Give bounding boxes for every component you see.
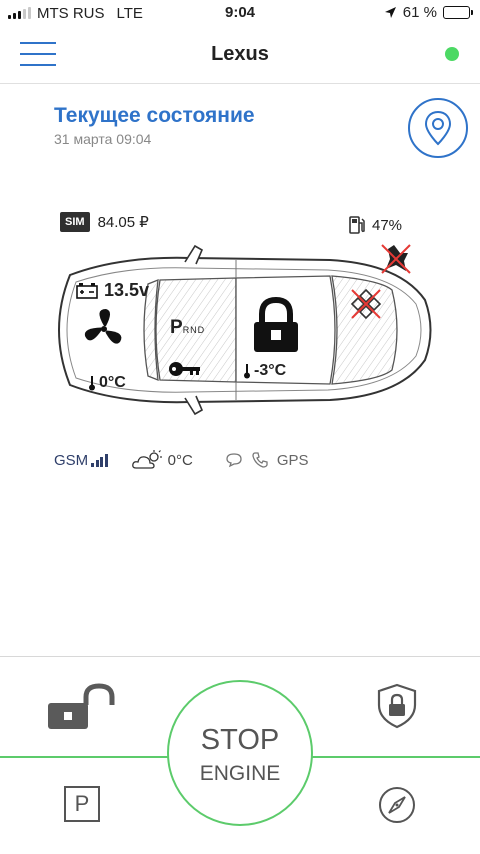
battery-icon (443, 6, 473, 19)
gsm-label: GSM (54, 451, 89, 469)
stop-engine-line2: ENGINE (199, 762, 281, 785)
parking-button[interactable]: P (64, 786, 100, 822)
battery-percent: 61 % (402, 4, 437, 21)
cabin-temp-value: 0°C (99, 374, 126, 391)
gps-label: GPS (276, 451, 309, 469)
cabin-temperature: 0°C (88, 374, 126, 392)
sim-balance: SIM 84.05 ₽ (60, 212, 149, 232)
voltage-value: 13.5v (104, 280, 150, 300)
status-bar: MTS RUS LTE 9:04 61 % (0, 0, 480, 28)
navigation-button[interactable] (378, 786, 416, 829)
padlock-open-icon (48, 683, 115, 729)
vehicle-title: Lexus (211, 43, 269, 65)
outside-temp-value: 0°C (167, 451, 193, 469)
thermometer-icon (244, 364, 250, 379)
cellular-signal-icon (8, 7, 31, 19)
connectivity-indicators: GSM 0°C GPS (54, 450, 309, 470)
clock: 9:04 (224, 4, 256, 21)
parking-label: P (74, 791, 90, 816)
fuel-level: 47% (348, 215, 402, 235)
gsm-status: GSM (54, 452, 108, 469)
compass-icon (379, 787, 415, 823)
alarm-disabled-icon (381, 244, 411, 274)
gear-selector: PRND (170, 317, 205, 339)
gear-options: RND (182, 325, 206, 335)
thermometer-icon (89, 376, 95, 391)
fuel-value: 47% (372, 216, 403, 234)
state-timestamp: 31 марта 09:04 (54, 131, 152, 147)
carrier-info: MTS RUS LTE (8, 5, 143, 22)
map-location-button[interactable] (408, 98, 468, 158)
map-pin-icon (424, 110, 452, 146)
online-status-dot (445, 47, 459, 61)
stop-engine-button[interactable]: STOP ENGINE (167, 680, 313, 826)
battery-voltage: 13.5v (76, 280, 149, 301)
cloud-sun-icon (131, 450, 162, 469)
network-type: LTE (116, 5, 143, 22)
shield-lock-icon (377, 683, 417, 729)
fan-icon (84, 309, 122, 344)
car-battery-icon (76, 282, 98, 299)
fuel-pump-icon (349, 216, 365, 234)
nav-bar: Lexus (0, 28, 480, 84)
phone-icon (252, 452, 268, 468)
gsm-signal-icon (91, 453, 108, 467)
gear-current: P (170, 317, 183, 338)
outside-weather: 0°C (131, 450, 193, 470)
gps-status: GPS (225, 451, 309, 469)
padlock-closed-icon (254, 296, 298, 352)
unlock-button[interactable] (46, 683, 118, 733)
chat-bubble-icon (226, 453, 242, 468)
sim-balance-value: 84.05 ₽ (97, 214, 149, 231)
state-title: Текущее состояние (54, 104, 255, 127)
location-arrow-icon (384, 7, 396, 18)
status-right: 61 % (384, 4, 473, 21)
key-icon (169, 362, 200, 376)
hamburger-menu-button[interactable] (20, 42, 56, 68)
engine-temperature: -3°C (243, 362, 286, 380)
sim-card-icon: SIM (60, 212, 90, 232)
stop-engine-line1: STOP (200, 724, 280, 756)
carrier-name: MTS RUS (37, 5, 105, 22)
security-mode-button[interactable] (376, 683, 418, 734)
shock-sensor-disabled-icon (350, 288, 382, 320)
engine-temp-value: -3°C (254, 362, 287, 379)
control-panel (0, 656, 480, 854)
